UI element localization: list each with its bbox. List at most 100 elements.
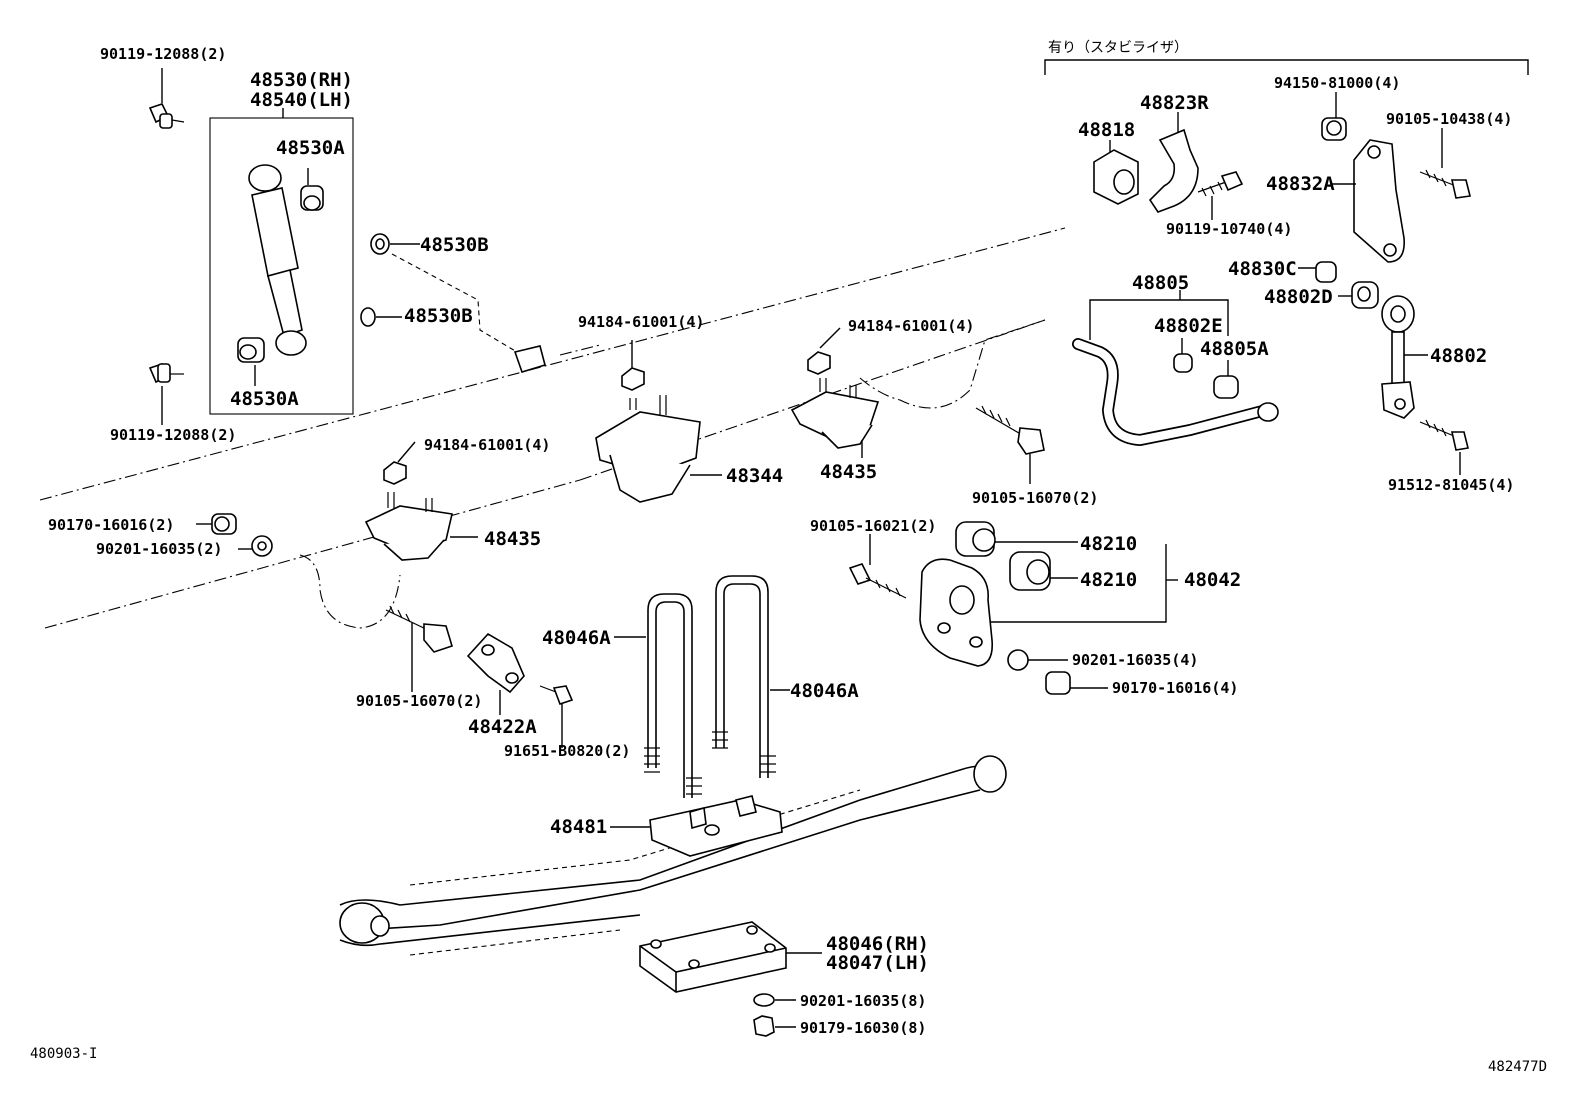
label-48046A-left: 48046A bbox=[542, 627, 611, 649]
nut-icon bbox=[383, 441, 416, 485]
label-48802: 48802 bbox=[1430, 345, 1487, 367]
shackle-48042-icon bbox=[919, 558, 994, 667]
label-90119-12088-top: 90119-12088(2) bbox=[100, 45, 226, 63]
leaf-spring-icon bbox=[339, 755, 1007, 956]
label-48805A: 48805A bbox=[1200, 338, 1269, 360]
bump-stopper-48435-icon bbox=[364, 492, 478, 561]
label-48540-lh: 48540(LH) bbox=[250, 89, 353, 111]
shock-absorber-icon bbox=[248, 164, 307, 356]
bolt-icon bbox=[975, 405, 1045, 484]
nut-icon bbox=[753, 1015, 796, 1037]
shackle-plate-48422A-icon bbox=[466, 632, 525, 715]
label-90105-16070-left: 90105-16070(2) bbox=[356, 692, 482, 710]
bushing-icon bbox=[1213, 360, 1239, 399]
washer-icon bbox=[753, 993, 796, 1007]
washer-icon bbox=[360, 307, 402, 327]
stabilizer-link-48802-icon bbox=[1381, 295, 1428, 419]
footer-left-code: 480903-I bbox=[30, 1046, 97, 1062]
label-90201-16035-left: 90201-16035(2) bbox=[96, 540, 222, 558]
callout-labels: 有り（スタビライザ） 90119-12088(2) 48530(RH) 4854… bbox=[30, 40, 1547, 1075]
spring-plate-icon bbox=[639, 921, 822, 993]
bolt-icon bbox=[1197, 171, 1244, 220]
stabilizer-bracket-48832A-icon bbox=[1332, 139, 1405, 263]
shock-pin-icon bbox=[513, 345, 546, 373]
stabilizer-bracket-48823R-icon bbox=[1148, 112, 1199, 213]
label-90201-16035-8: 90201-16035(8) bbox=[800, 992, 926, 1010]
label-48046A-right: 48046A bbox=[790, 680, 859, 702]
label-91651-B0820: 91651-B0820(2) bbox=[504, 742, 630, 760]
label-90119-12088-bottom: 90119-12088(2) bbox=[110, 426, 236, 444]
bushing-icon bbox=[955, 521, 1078, 557]
bushing-icon bbox=[1298, 261, 1337, 283]
bushing-icon bbox=[237, 337, 265, 363]
label-48047-lh: 48047(LH) bbox=[826, 952, 929, 974]
label-48805: 48805 bbox=[1132, 272, 1189, 294]
bump-stopper-48435-icon bbox=[790, 378, 880, 458]
label-48422A: 48422A bbox=[468, 716, 537, 738]
label-48830C: 48830C bbox=[1228, 258, 1297, 280]
nut-icon bbox=[621, 340, 645, 391]
label-94150-81000: 94150-81000(4) bbox=[1274, 74, 1400, 92]
bushing-icon bbox=[1009, 551, 1078, 591]
label-48435-left: 48435 bbox=[484, 528, 541, 550]
label-90179-16030-8: 90179-16030(8) bbox=[800, 1019, 926, 1037]
stabilizer-bar-48805-icon bbox=[1072, 338, 1279, 447]
label-48802E: 48802E bbox=[1154, 315, 1223, 337]
label-91512-81045: 91512-81045(4) bbox=[1388, 476, 1514, 494]
label-94184-61001-mid: 94184-61001(4) bbox=[848, 317, 974, 335]
footer-right-code: 482477D bbox=[1488, 1059, 1547, 1075]
shock-group-box bbox=[209, 117, 354, 415]
spring-seat-48481-icon bbox=[610, 795, 783, 857]
label-48823R: 48823R bbox=[1140, 92, 1209, 114]
u-bolt-icon bbox=[712, 575, 790, 778]
label-48530A-top: 48530A bbox=[276, 137, 345, 159]
label-90201-16035-4: 90201-16035(4) bbox=[1072, 651, 1198, 669]
label-48435-right: 48435 bbox=[820, 461, 877, 483]
label-48530B-2: 48530B bbox=[404, 305, 473, 327]
label-90105-16070-right: 90105-16070(2) bbox=[972, 489, 1098, 507]
washer-icon bbox=[238, 535, 273, 557]
label-90105-16021: 90105-16021(2) bbox=[810, 517, 936, 535]
bushing-icon bbox=[1173, 338, 1193, 373]
bump-stopper-48344-icon bbox=[595, 395, 722, 503]
nut-icon bbox=[1321, 92, 1347, 141]
nut-icon bbox=[1045, 671, 1108, 695]
label-90119-10740: 90119-10740(4) bbox=[1166, 220, 1292, 238]
label-48818: 48818 bbox=[1078, 119, 1135, 141]
label-94184-61001-left: 94184-61001(4) bbox=[578, 313, 704, 331]
label-48210-1: 48210 bbox=[1080, 533, 1137, 555]
label-48210-2: 48210 bbox=[1080, 569, 1137, 591]
stabilizer-group bbox=[1044, 59, 1529, 475]
label-90170-16016-4: 90170-16016(4) bbox=[1112, 679, 1238, 697]
bolt-icon bbox=[148, 363, 184, 425]
bushing-icon bbox=[1338, 281, 1379, 309]
label-48344: 48344 bbox=[726, 465, 783, 487]
washer-icon bbox=[1007, 649, 1068, 671]
label-48530A-bottom: 48530A bbox=[230, 388, 299, 410]
label-48832A: 48832A bbox=[1266, 173, 1335, 195]
label-48042: 48042 bbox=[1184, 569, 1241, 591]
nut-icon bbox=[196, 513, 237, 535]
bushing-icon bbox=[300, 185, 324, 211]
label-48481: 48481 bbox=[550, 816, 607, 838]
bolt-icon bbox=[385, 605, 453, 692]
label-48046-rh: 48046(RH) bbox=[826, 933, 929, 955]
bolt-icon bbox=[148, 68, 185, 129]
label-94184-61001-right: 94184-61001(4) bbox=[424, 436, 550, 454]
nut-icon bbox=[807, 327, 841, 375]
label-48530-rh: 48530(RH) bbox=[250, 69, 353, 91]
u-bolt-icon bbox=[614, 593, 702, 798]
bolt-icon bbox=[1419, 128, 1471, 199]
bolt-icon bbox=[539, 685, 574, 748]
bolt-icon bbox=[1419, 419, 1469, 475]
label-90170-16016-left: 90170-16016(2) bbox=[48, 516, 174, 534]
label-48530B-1: 48530B bbox=[420, 234, 489, 256]
label-48802D: 48802D bbox=[1264, 286, 1333, 308]
stabilizer-group-header: 有り（スタビライザ） bbox=[1048, 40, 1188, 56]
bolt-icon bbox=[848, 534, 907, 599]
label-90105-10438: 90105-10438(4) bbox=[1386, 110, 1512, 128]
stabilizer-bushing-48818-icon bbox=[1093, 140, 1139, 205]
washer-icon bbox=[370, 233, 420, 255]
